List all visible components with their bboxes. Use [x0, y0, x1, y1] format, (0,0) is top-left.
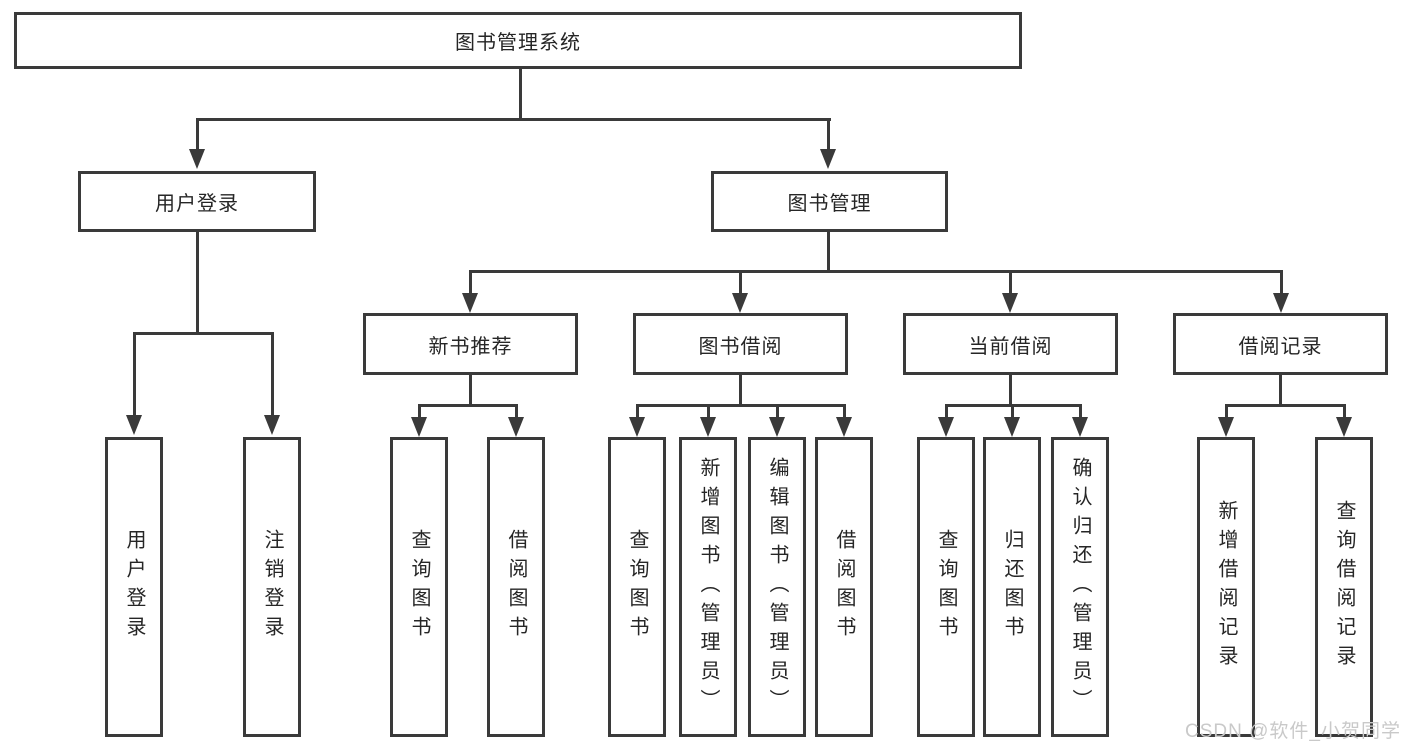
connector-line: [469, 270, 472, 295]
connector-arrowhead: [820, 149, 836, 169]
leaf-label: 注销登录: [261, 529, 283, 645]
connector-arrowhead: [1218, 417, 1234, 437]
leaf-label: 借阅图书: [505, 529, 527, 645]
connector-line: [133, 332, 136, 417]
connector-line: [515, 404, 518, 419]
connector-line: [133, 332, 274, 335]
connector-line: [418, 404, 518, 407]
leaf-query-books-recommend: 查询图书: [390, 437, 448, 737]
node-library-management-system: 图书管理系统: [14, 12, 1022, 69]
connector-line: [469, 375, 472, 407]
connector-line: [1279, 375, 1282, 407]
connector-line: [739, 375, 742, 407]
connector-line: [418, 404, 421, 419]
connector-arrowhead: [769, 417, 785, 437]
connector-arrowhead: [1002, 293, 1018, 313]
csdn-watermark: CSDN @软件_小贺同学: [1185, 721, 1401, 742]
connector-line: [636, 404, 846, 407]
connector-arrowhead: [462, 293, 478, 313]
leaf-add-books-admin: 新增图书（管理员）: [679, 437, 737, 737]
connector-arrowhead: [836, 417, 852, 437]
connector-line: [271, 332, 274, 417]
connector-line: [196, 118, 831, 121]
node-book-borrowing: 图书借阅: [633, 313, 848, 375]
leaf-borrow-books-recommend: 借阅图书: [487, 437, 545, 737]
connector-line: [843, 404, 846, 419]
connector-arrowhead: [126, 415, 142, 435]
connector-line: [1280, 270, 1283, 295]
connector-line: [1079, 404, 1082, 419]
node-label: 图书借阅: [698, 335, 783, 358]
connector-arrowhead: [508, 417, 524, 437]
node-label: 用户登录: [155, 193, 239, 215]
node-label: 当前借阅: [968, 335, 1053, 358]
connector-line: [707, 404, 710, 419]
connector-arrowhead: [732, 293, 748, 313]
leaf-label: 查询图书: [408, 529, 430, 645]
node-current-borrowing: 当前借阅: [903, 313, 1118, 375]
connector-line: [469, 270, 1283, 273]
connector-line: [1009, 270, 1012, 295]
leaf-user-login: 用户登录: [105, 437, 163, 737]
connector-line: [519, 69, 522, 120]
connector-line: [776, 404, 779, 419]
node-new-book-recommendation: 新书推荐: [363, 313, 578, 375]
connector-line: [196, 232, 199, 334]
connector-arrowhead: [189, 149, 205, 169]
node-borrowing-records: 借阅记录: [1173, 313, 1388, 375]
connector-line: [1225, 404, 1346, 407]
leaf-query-books-current: 查询图书: [917, 437, 975, 737]
connector-arrowhead: [700, 417, 716, 437]
node-label: 图书管理: [787, 193, 872, 215]
connector-arrowhead: [629, 417, 645, 437]
node-book-management: 图书管理: [711, 171, 948, 232]
node-user-login: 用户登录: [78, 171, 316, 232]
leaf-label: 编辑图书（管理员）: [766, 456, 788, 718]
connector-arrowhead: [1072, 417, 1088, 437]
connector-line: [1225, 404, 1228, 419]
leaf-label: 确认归还（管理员）: [1069, 456, 1091, 718]
connector-line: [1343, 404, 1346, 419]
leaf-return-books: 归还图书: [983, 437, 1041, 737]
connector-arrowhead: [938, 417, 954, 437]
connector-arrowhead: [264, 415, 280, 435]
leaf-add-borrow-record: 新增借阅记录: [1197, 437, 1255, 737]
connector-arrowhead: [411, 417, 427, 437]
node-label: 图书管理系统: [455, 32, 581, 54]
leaf-label: 查询图书: [935, 529, 957, 645]
connector-line: [739, 270, 742, 295]
connector-arrowhead: [1004, 417, 1020, 437]
leaf-label: 查询图书: [626, 529, 648, 645]
leaf-label: 归还图书: [1001, 529, 1023, 645]
connector-line: [636, 404, 639, 419]
connector-line: [1009, 375, 1012, 407]
connector-line: [827, 118, 830, 151]
node-label: 新书推荐: [428, 335, 513, 358]
connector-line: [827, 232, 830, 273]
connector-line: [1011, 404, 1014, 419]
connector-line: [945, 404, 948, 419]
leaf-confirm-return-admin: 确认归还（管理员）: [1051, 437, 1109, 737]
leaf-label: 查询借阅记录: [1333, 500, 1355, 674]
leaf-borrow-books: 借阅图书: [815, 437, 873, 737]
connector-arrowhead: [1336, 417, 1352, 437]
leaf-query-books-borrowing: 查询图书: [608, 437, 666, 737]
leaf-label: 借阅图书: [833, 529, 855, 645]
leaf-label: 新增图书（管理员）: [697, 456, 719, 718]
leaf-label: 用户登录: [123, 529, 145, 645]
connector-line: [196, 118, 199, 151]
leaf-edit-books-admin: 编辑图书（管理员）: [748, 437, 806, 737]
node-label: 借阅记录: [1238, 335, 1323, 358]
leaf-query-borrow-record: 查询借阅记录: [1315, 437, 1373, 737]
connector-arrowhead: [1273, 293, 1289, 313]
leaf-label: 新增借阅记录: [1215, 500, 1237, 674]
leaf-logout: 注销登录: [243, 437, 301, 737]
